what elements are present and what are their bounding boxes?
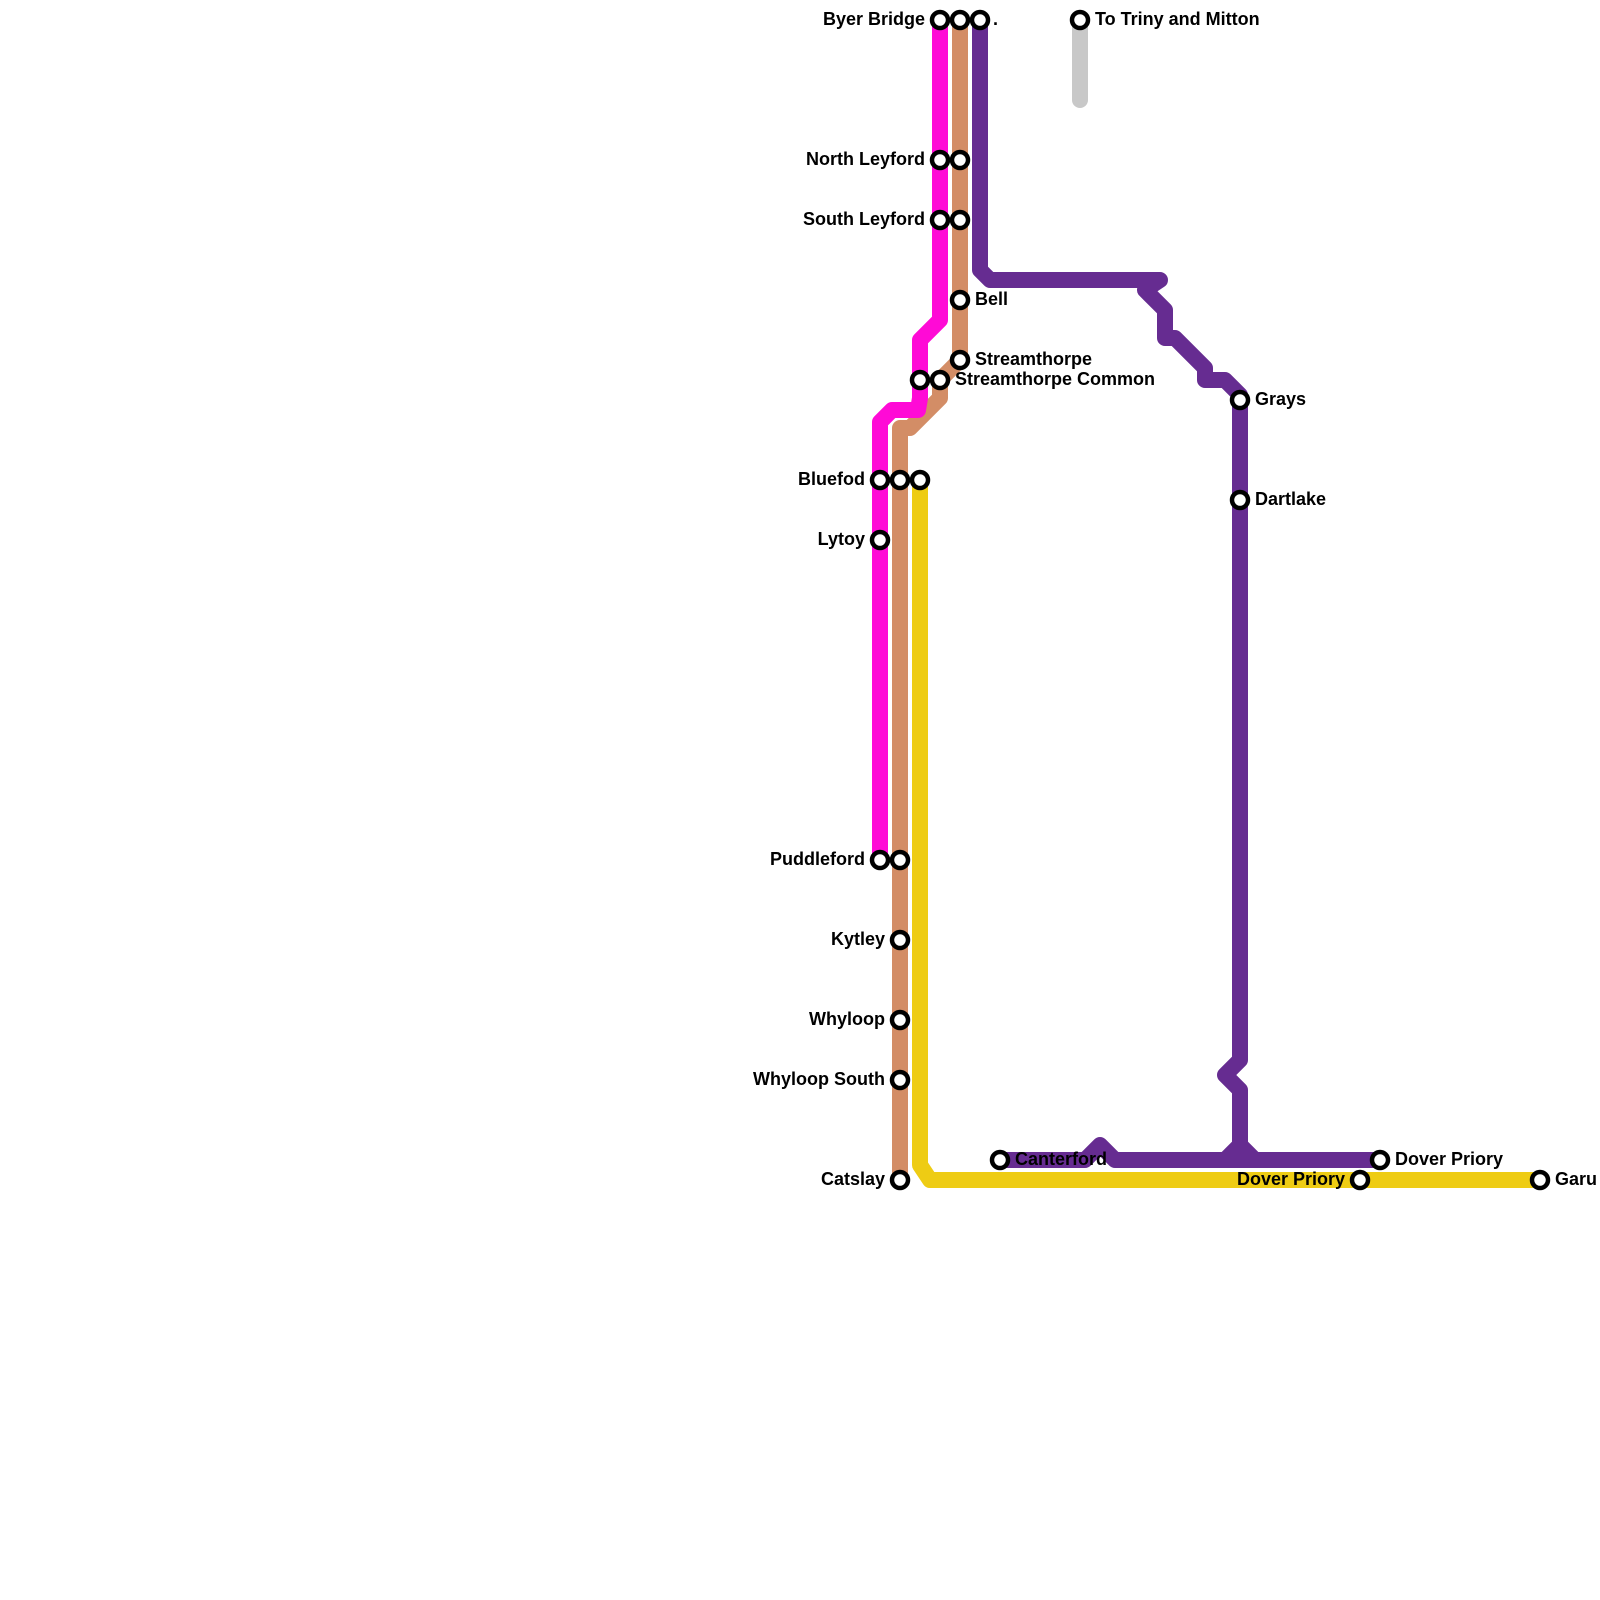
label-byer-bridge-purple: . [993,9,998,29]
label-bell: Bell [975,289,1008,309]
station-south-leyford-copper[interactable] [949,209,971,231]
label-streamthorpe-common: Streamthorpe Common [955,369,1155,389]
label-streamthorpe: Streamthorpe [975,349,1092,369]
station-dartlake[interactable] [1229,489,1251,511]
station-bluefod-yellow[interactable] [909,469,931,491]
label-grays: Grays [1255,389,1306,409]
station-puddleford-magenta[interactable] [869,849,891,871]
label-bluefod: Bluefod [798,469,865,489]
label-canterford: Canterford [1015,1149,1107,1169]
label-to-triny-and-mitton: To Triny and Mitton [1095,9,1260,29]
station-canterford[interactable] [989,1149,1011,1171]
label-lytoy: Lytoy [818,529,865,549]
label-whyloop: Whyloop [809,1009,885,1029]
station-north-leyford-magenta[interactable] [929,149,951,171]
station-puddleford-copper[interactable] [889,849,911,871]
label-dover-priory-purple: Dover Priory [1395,1149,1503,1169]
station-whyloop-south[interactable] [889,1069,911,1091]
copper-line[interactable] [892,12,968,1188]
station-labels: Byer Bridge . To Triny and Mitton North … [753,9,1597,1189]
label-byer-bridge: Byer Bridge [823,9,925,29]
station-byer-bridge-magenta[interactable] [929,9,951,31]
station-whyloop[interactable] [889,1009,911,1031]
label-puddleford: Puddleford [770,849,865,869]
station-byer-bridge-purple[interactable] [969,9,991,31]
station-grays[interactable] [1229,389,1251,411]
label-kytley: Kytley [831,929,885,949]
station-dover-priory-yellow[interactable] [1349,1169,1371,1191]
station-streamthorpe-common-magenta[interactable] [909,369,931,391]
station-north-leyford-copper[interactable] [949,149,971,171]
label-dover-priory-yellow: Dover Priory [1237,1169,1345,1189]
station-south-leyford-magenta[interactable] [929,209,951,231]
station-dover-priory-purple[interactable] [1369,1149,1391,1171]
station-catslay[interactable] [889,1169,911,1191]
stations [869,9,1551,1191]
station-lytoy[interactable] [869,529,891,551]
station-bluefod-magenta[interactable] [869,469,891,491]
station-byer-bridge-copper[interactable] [949,9,971,31]
station-kytley[interactable] [889,929,911,951]
label-south-leyford: South Leyford [803,209,925,229]
yellow-line[interactable] [912,472,1548,1188]
station-streamthorpe-common-copper[interactable] [929,369,951,391]
station-bell[interactable] [949,289,971,311]
label-dartlake: Dartlake [1255,489,1326,509]
label-north-leyford: North Leyford [806,149,925,169]
label-catslay: Catslay [821,1169,885,1189]
station-bluefod-copper[interactable] [889,469,911,491]
station-to-triny-and-mitton[interactable] [1069,9,1091,31]
route-lines [872,12,1548,1188]
magenta-line[interactable] [872,12,948,868]
label-whyloop-south: Whyloop South [753,1069,885,1089]
label-garu: Garu [1555,1169,1597,1189]
purple-line[interactable] [972,12,1388,1168]
station-garu[interactable] [1529,1169,1551,1191]
station-streamthorpe[interactable] [949,349,971,371]
